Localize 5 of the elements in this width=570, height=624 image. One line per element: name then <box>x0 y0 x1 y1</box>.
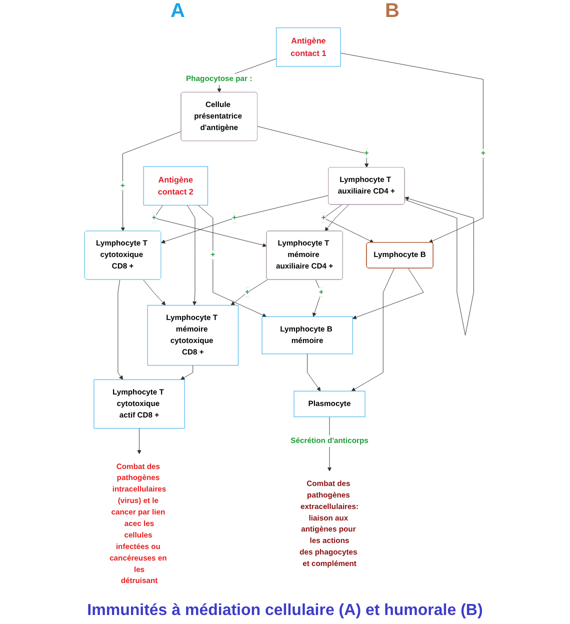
region-letter: A <box>170 0 185 24</box>
caption: Immunités à médiation cellulaire (A) et humorale (B) <box>86 601 484 621</box>
node-box: Antigène contact 2 <box>143 166 208 206</box>
region-letter: B <box>385 0 400 24</box>
node-box: Antigène contact 1 <box>276 28 341 67</box>
